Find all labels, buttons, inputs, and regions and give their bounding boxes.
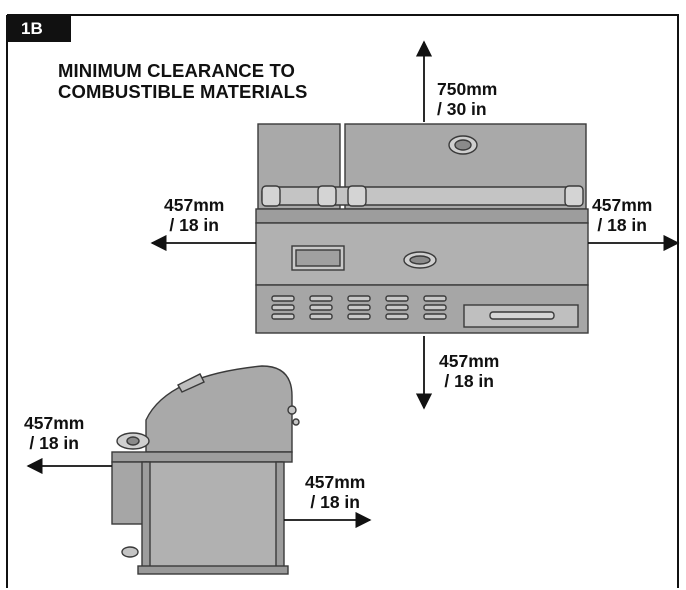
label-front-top-metric: 750mm [437, 79, 498, 99]
title-line-2: COMBUSTIBLE MATERIALS [58, 81, 308, 102]
grill-side-view [111, 365, 300, 575]
label-front-top-imperial: / 30 in [437, 99, 487, 119]
label-side-left-imperial: / 18 in [29, 433, 79, 453]
label-front-right-metric: 457mm [592, 195, 653, 215]
label-front-right: 457mm / 18 in [592, 195, 652, 235]
vent-slots [271, 295, 447, 320]
figure-border [6, 14, 679, 588]
label-front-bottom-metric: 457mm [439, 351, 500, 371]
label-front-bottom: 457mm / 18 in [439, 351, 499, 391]
label-front-top: 750mm / 30 in [437, 79, 497, 119]
label-side-right-imperial: / 18 in [310, 492, 360, 512]
label-side-left-metric: 457mm [24, 413, 85, 433]
title-line-1: MINIMUM CLEARANCE TO [58, 60, 296, 81]
label-front-bottom-imperial: / 18 in [444, 371, 494, 391]
label-front-left-metric: 457mm [164, 195, 225, 215]
label-front-left-imperial: / 18 in [169, 215, 219, 235]
page-title: MINIMUM CLEARANCE TO COMBUSTIBLE MATERIA… [58, 60, 307, 102]
label-side-right-metric: 457mm [305, 472, 366, 492]
label-front-right-imperial: / 18 in [597, 215, 647, 235]
grill-front-view [255, 123, 589, 334]
figure-label: 1B [7, 15, 71, 42]
label-side-right: 457mm / 18 in [305, 472, 365, 512]
label-front-left: 457mm / 18 in [164, 195, 224, 235]
label-side-left: 457mm / 18 in [24, 413, 84, 453]
